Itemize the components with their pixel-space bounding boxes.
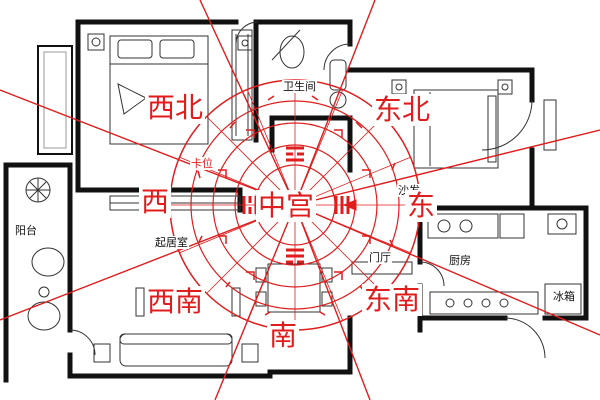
room-label-hall: 门厅 [368, 251, 392, 264]
room-label-corner: 卡位 [190, 157, 214, 170]
room-label-toilet: 卫生间 [282, 80, 317, 93]
room-label-kitchen: 厨房 [448, 254, 472, 267]
direction-center: 中宫 [256, 189, 317, 222]
direction-southeast: 东南 [362, 283, 423, 316]
direction-northeast: 东北 [372, 93, 433, 126]
direction-west: 西 [139, 185, 172, 218]
direction-northwest: 西北 [145, 91, 206, 124]
direction-south: 南 [267, 319, 300, 352]
direction-southwest: 西南 [145, 285, 206, 318]
room-label-living: 起居室 [154, 236, 189, 249]
room-label-balcony: 阳台 [14, 224, 38, 237]
fixtures [25, 21, 582, 367]
direction-east: 东 [405, 189, 438, 222]
room-label-fridge: 冰箱 [552, 290, 576, 303]
balcony-left-top [37, 45, 73, 155]
